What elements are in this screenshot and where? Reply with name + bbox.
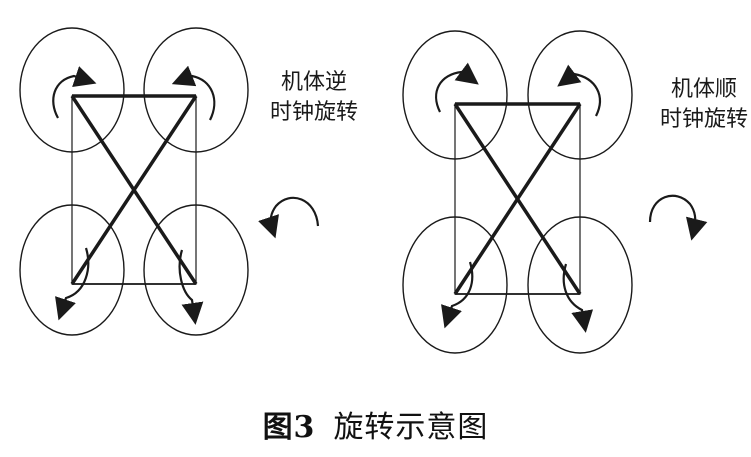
- right-quadrotor-diagram: [402, 30, 633, 354]
- figure-title: 旋转示意图: [333, 410, 489, 445]
- frame-arm-diagonal-2: [453, 103, 582, 295]
- right-label-line-1: 机体顺: [671, 77, 738, 102]
- cw-rotation-arrow-icon: [648, 194, 708, 241]
- rotor-spin-arrow-icon: [435, 62, 601, 333]
- figure-number: 图3: [262, 410, 316, 445]
- rotor-spin-arrow-icon: [52, 65, 216, 325]
- figure-caption: 图3 旋转示意图: [0, 402, 751, 446]
- left-rotation-label: 机体逆 时钟旋转: [270, 68, 358, 127]
- right-rotation-label: 机体顺 时钟旋转: [660, 75, 748, 134]
- right-label-line-2: 时钟旋转: [660, 106, 749, 132]
- left-label-line-2: 时钟旋转: [270, 99, 359, 125]
- ccw-rotation-arrow-icon: [258, 196, 320, 239]
- left-quadrotor-diagram: [19, 27, 249, 336]
- frame-arm-diagonal-2: [70, 95, 198, 285]
- left-label-line-1: 机体逆: [281, 70, 348, 95]
